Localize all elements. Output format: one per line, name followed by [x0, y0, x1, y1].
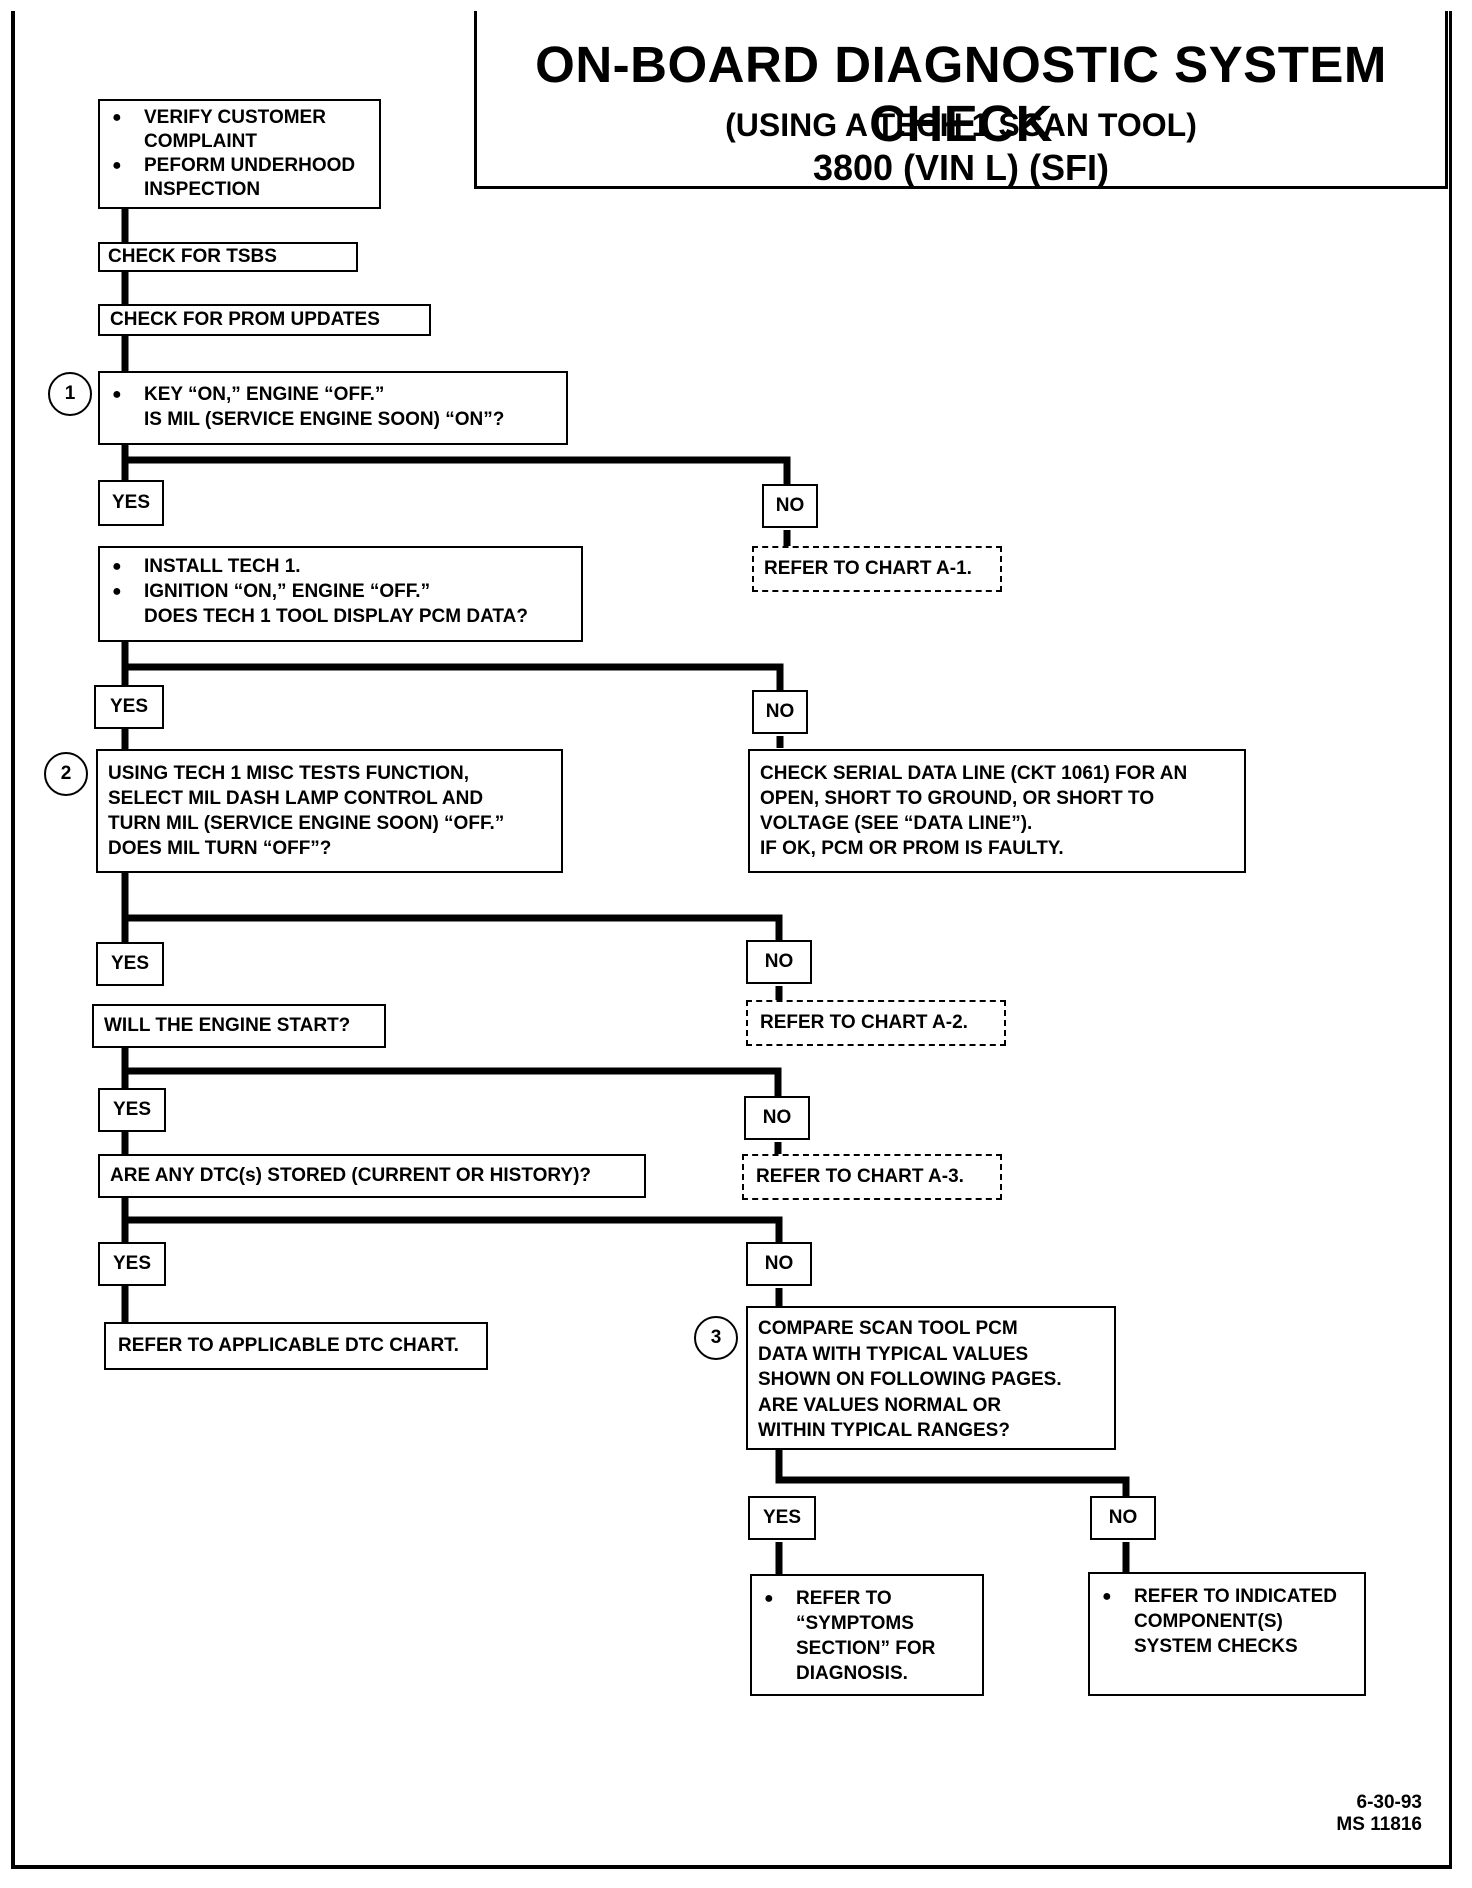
symptoms-item: REFER TO “SYMPTOMS SECTION” FOR DIAGNOSI… — [760, 1586, 974, 1686]
yes-label-2: YES — [94, 685, 164, 729]
page-frame — [11, 11, 1452, 1869]
check-tsbs-box: CHECK FOR TSBS — [98, 242, 358, 272]
branch-q3 — [125, 914, 783, 940]
dtc-chart-box: REFER TO APPLICABLE DTC CHART. — [104, 1322, 488, 1370]
footer-reference: 6-30-93 MS 11816 — [1336, 1792, 1422, 1836]
yes-label-5: YES — [98, 1242, 166, 1286]
step-2-marker: 2 — [44, 752, 88, 796]
engine-designation: 3800 (VIN L) (SFI) — [812, 147, 1110, 188]
misc-tests-box: USING TECH 1 MISC TESTS FUNCTION, SELECT… — [96, 749, 563, 873]
check-prom-box: CHECK FOR PROM UPDATES — [98, 304, 431, 336]
no-label-1: NO — [762, 484, 818, 528]
branch-compare — [775, 1448, 1130, 1496]
branch-dtc — [125, 1216, 783, 1242]
install-tech1-item: INSTALL TECH 1. — [108, 554, 573, 579]
no-label-4: NO — [744, 1096, 810, 1140]
engine-start-box: WILL THE ENGINE START? — [92, 1004, 386, 1048]
symptoms-box: REFER TO “SYMPTOMS SECTION” FOR DIAGNOSI… — [750, 1574, 984, 1696]
branch-q1 — [125, 456, 791, 484]
component-checks-box: REFER TO INDICATED COMPONENT(S) SYSTEM C… — [1088, 1572, 1366, 1696]
branch-q2 — [125, 663, 784, 690]
no-label-3: NO — [746, 940, 812, 984]
branch-engine — [125, 1067, 782, 1096]
install-tech1-box: INSTALL TECH 1. IGNITION “ON,” ENGINE “O… — [98, 546, 583, 642]
yes-label-4: YES — [98, 1088, 166, 1132]
key-on-question-box: KEY “ON,” ENGINE “OFF.”IS MIL (SERVICE E… — [98, 371, 568, 445]
title-box: ON-BOARD DIAGNOSTIC SYSTEM CHECK (USING … — [474, 11, 1448, 189]
step-3-marker: 3 — [694, 1316, 738, 1360]
dtc-question-box: ARE ANY DTC(s) STORED (CURRENT OR HISTOR… — [98, 1154, 646, 1198]
page-subtitle: (USING A TECH 1 SCAN TOOL) — [725, 107, 1197, 143]
step-1-marker: 1 — [48, 372, 92, 416]
chart-a1-box: REFER TO CHART A-1. — [752, 546, 1002, 592]
yes-label-6: YES — [748, 1496, 816, 1540]
component-item: REFER TO INDICATED COMPONENT(S) SYSTEM C… — [1098, 1584, 1356, 1659]
key-on-item: KEY “ON,” ENGINE “OFF.”IS MIL (SERVICE E… — [108, 382, 558, 432]
page-title: ON-BOARD DIAGNOSTIC SYSTEM CHECK — [535, 36, 1387, 152]
footer-date: 6-30-93 — [1356, 1792, 1423, 1813]
ignition-item: IGNITION “ON,” ENGINE “OFF.”DOES TECH 1 … — [108, 579, 573, 629]
yes-label-3: YES — [96, 942, 164, 986]
footer-ms-number: MS 11816 — [1336, 1814, 1422, 1835]
chart-a3-box: REFER TO CHART A-3. — [742, 1154, 1002, 1200]
no-label-6: NO — [1090, 1496, 1156, 1540]
chart-a2-box: REFER TO CHART A-2. — [746, 1000, 1006, 1046]
compare-values-box: COMPARE SCAN TOOL PCM DATA WITH TYPICAL … — [746, 1306, 1116, 1450]
no-label-5: NO — [746, 1242, 812, 1286]
no-label-2: NO — [752, 690, 808, 734]
yes-label-1: YES — [98, 480, 164, 526]
serial-data-box: CHECK SERIAL DATA LINE (CKT 1061) FOR AN… — [748, 749, 1246, 873]
